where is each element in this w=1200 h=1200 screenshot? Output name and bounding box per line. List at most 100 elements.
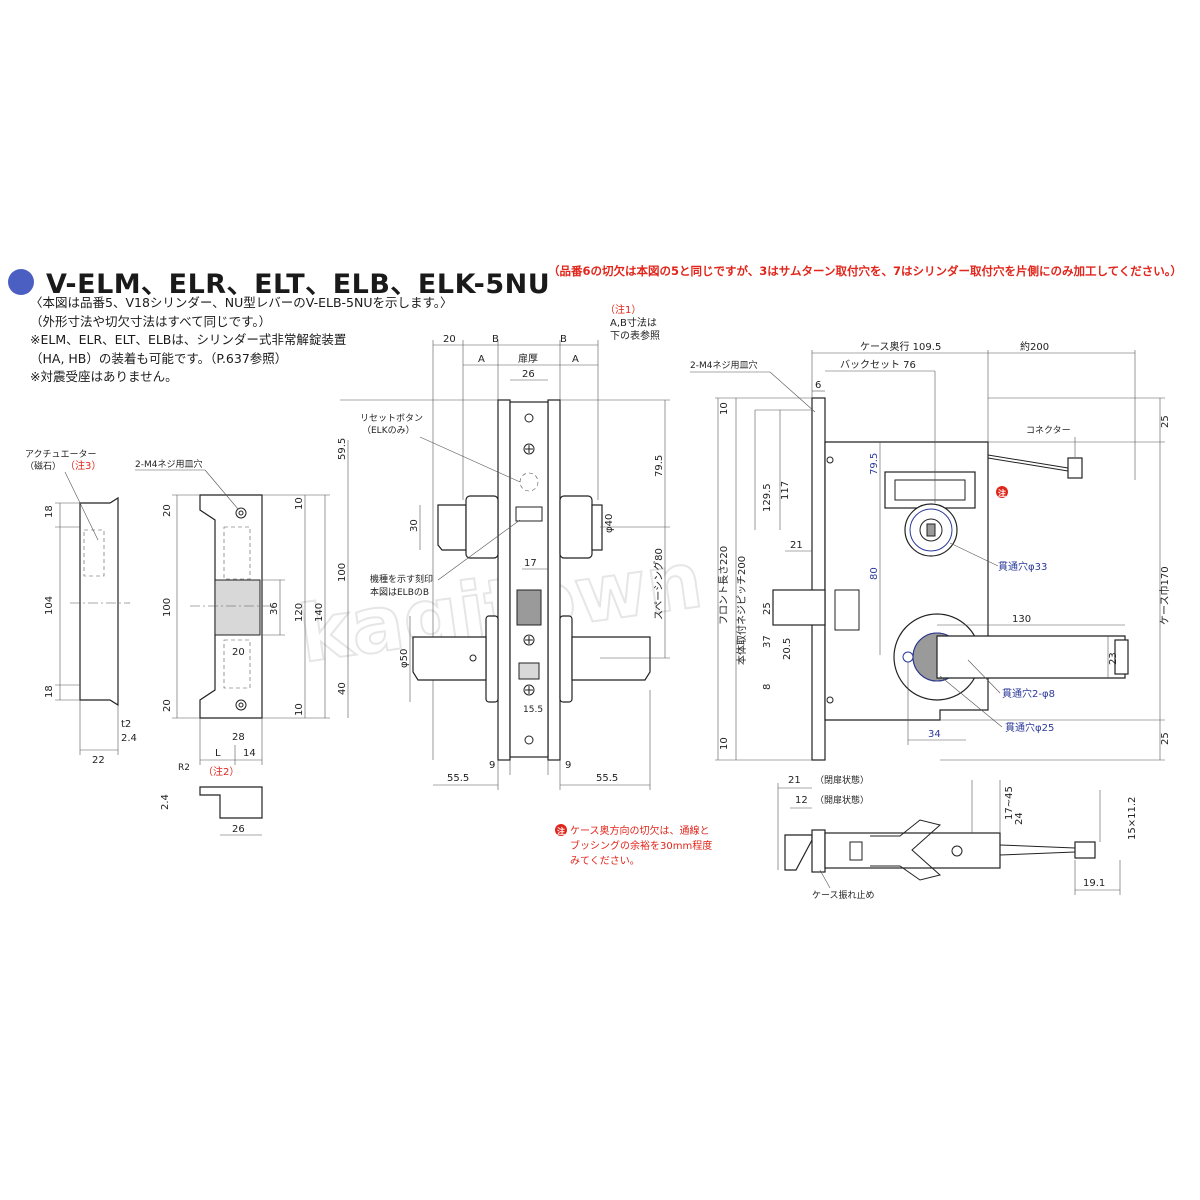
- strike-left-view: 18 104 18 t2 2.4 22 アクチュエーター （磁石） （注3）: [25, 449, 137, 766]
- note-marker-text: 注: [557, 826, 565, 836]
- dim-8: 8: [762, 684, 773, 690]
- detail-view: 21 （閉扉状態） 12 （開扉状態） 17~45 24 15×11.2 19.…: [777, 774, 1138, 901]
- desc-line: （外形寸法や切欠寸法はすべて同じです。）: [30, 313, 272, 329]
- desc-line: （HA, HB）の装着も可能です。（P.637参照）: [30, 350, 288, 366]
- through-hole-33: 貫通穴φ33: [998, 560, 1047, 573]
- note-marker-icon: [996, 486, 1008, 498]
- dim-26-bottom: 26: [232, 824, 245, 835]
- front-view: 20 B B A 扉厚 A 26 （注1） A,B寸法は 下の表参照 15.5 …: [337, 303, 670, 790]
- dim-40: 40: [337, 682, 348, 695]
- dim-10-bottom: 10: [294, 703, 305, 716]
- dim-117: 117: [780, 481, 791, 500]
- dim-17-45: 17~45: [1004, 786, 1015, 820]
- connector-label: コネクター: [1026, 425, 1071, 436]
- note-marker-text: 注: [998, 488, 1006, 498]
- dim-24-detail: 24: [1014, 812, 1025, 825]
- dim-9-right: 9: [565, 760, 571, 771]
- dim-B-right: B: [560, 334, 567, 345]
- dim-79-5-front: 79.5: [654, 455, 665, 477]
- case-depth-label: ケース奥行 109.5: [860, 340, 941, 353]
- dim-A-right: A: [572, 354, 579, 365]
- dim-A-left: A: [478, 354, 485, 365]
- dim-20-front: 20: [443, 334, 456, 345]
- screw-label-left: 2-M4ネジ用皿穴: [135, 458, 202, 470]
- dim-23: 23: [1108, 652, 1119, 665]
- dim-9-left: 9: [489, 760, 495, 771]
- dim-18-bottom: 18: [44, 685, 55, 698]
- dim-34: 34: [928, 729, 941, 740]
- bullet-dot-icon: [8, 268, 34, 295]
- screw-label-right: 2-M4ネジ用皿穴: [690, 359, 757, 371]
- side-view: 2-M4ネジ用皿穴 ケース奥行 109.5 約200 バックセット 76 6 コ…: [690, 340, 1171, 761]
- dim-15-5: 15.5: [523, 705, 543, 715]
- desc-line: ※対震受座はありません。: [30, 369, 178, 384]
- dim-59-5: 59.5: [337, 438, 348, 460]
- strike-plate-view: 2-M4ネジ用皿穴 20 100 20 10 120 140 100 40 10…: [135, 440, 349, 836]
- model-mark-label: 機種を示す刻印: [370, 573, 433, 585]
- dim-37: 37: [762, 635, 773, 648]
- note3-label: （注3）: [65, 459, 101, 472]
- dim-30: 30: [409, 519, 420, 532]
- front-length-label: フロント長さ220: [718, 546, 730, 625]
- dim-10-side-top: 10: [719, 402, 730, 415]
- dim-21-detail: 21: [788, 775, 801, 786]
- dim-55-5-right: 55.5: [596, 773, 618, 784]
- page-title: V-ELM、ELR、ELT、ELB、ELK-5NU: [46, 269, 551, 300]
- desc-line: 〈本図は品番5、V18シリンダー、NU型レバーのV-ELB-5NUを示します。〉: [30, 295, 453, 310]
- dim-55-5-left: 55.5: [447, 773, 469, 784]
- dim-79-5-side: 79.5: [869, 453, 880, 475]
- dim-6: 6: [815, 380, 821, 391]
- spacing-80: スペーシング80: [652, 548, 665, 620]
- desc-line: ※ELM、ELR、ELT、ELBは、シリンダー式非常解錠装置: [30, 332, 347, 347]
- dim-22: 22: [92, 755, 105, 766]
- dim-17: 17: [524, 558, 537, 569]
- case-width-label: ケース巾170: [1158, 566, 1171, 625]
- dim-2-4-bottom: 2.4: [160, 794, 171, 810]
- dim-18-top: 18: [44, 505, 55, 518]
- screw-pitch-label: 本体取付ネジピッチ200: [735, 556, 748, 665]
- dim-phi50: φ50: [399, 649, 410, 668]
- dim-20-inner: 20: [232, 647, 245, 658]
- closed-state-label: （閉扉状態）: [815, 774, 869, 786]
- red-note-bottom: 注 ケース奥方向の切欠は、通線と ブッシングの余裕を30mm程度 みてください。: [555, 824, 712, 867]
- note2-label: （注2）: [203, 765, 239, 778]
- case-stopper-label: ケース振れ止め: [812, 889, 875, 901]
- through-hole-2-8: 貫通穴2-φ8: [1002, 687, 1055, 700]
- dim-10-top: 10: [294, 497, 305, 510]
- open-state-label: （開扉状態）: [815, 794, 869, 806]
- dim-104: 104: [44, 596, 55, 615]
- dim-100-right: 100: [337, 563, 348, 582]
- dim-36: 36: [269, 602, 280, 615]
- red-note-line: みてください。: [570, 855, 640, 867]
- dim-130: 130: [1012, 614, 1031, 625]
- dim-B-left: B: [492, 334, 499, 345]
- red-note-line: ブッシングの余裕を30mm程度: [570, 839, 712, 852]
- dim-21-side: 21: [790, 540, 803, 551]
- dim-140: 140: [314, 603, 325, 622]
- dim-12-detail: 12: [795, 795, 808, 806]
- dim-26-front: 26: [522, 369, 535, 380]
- approx200-label: 約200: [1020, 340, 1049, 353]
- dim-129-5: 129.5: [762, 483, 773, 512]
- note1-label: （注1）: [605, 303, 641, 316]
- note1-line2: A,B寸法は: [610, 316, 657, 329]
- dim-20-bottom: 20: [162, 699, 173, 712]
- dim-2-4: 2.4: [121, 733, 137, 744]
- dim-phi40: φ40: [604, 514, 615, 533]
- actuator-label-2: （磁石）: [25, 460, 61, 472]
- red-note-line: ケース奥方向の切欠は、通線と: [570, 824, 710, 837]
- backset-label: バックセット 76: [840, 359, 916, 371]
- description-block: 〈本図は品番5、V18シリンダー、NU型レバーのV-ELB-5NUを示します。〉…: [30, 294, 453, 387]
- dim-15x11-2: 15×11.2: [1127, 797, 1138, 840]
- dim-R2: R2: [178, 763, 190, 773]
- dim-14: 14: [243, 748, 256, 759]
- dim-20-5: 20.5: [782, 638, 793, 660]
- red-note-top: （品番6の切欠は本図の5と同じですが、3はサムターン取付穴を、7はシリンダー取付…: [548, 264, 1183, 278]
- dim-120: 120: [294, 603, 305, 622]
- door-thickness-label: 扉厚: [518, 352, 538, 365]
- dim-19-1: 19.1: [1083, 878, 1105, 889]
- reset-button-label: リセットボタン: [360, 413, 423, 424]
- through-hole-25: 貫通穴φ25: [1005, 721, 1054, 734]
- dim-L: L: [215, 748, 221, 759]
